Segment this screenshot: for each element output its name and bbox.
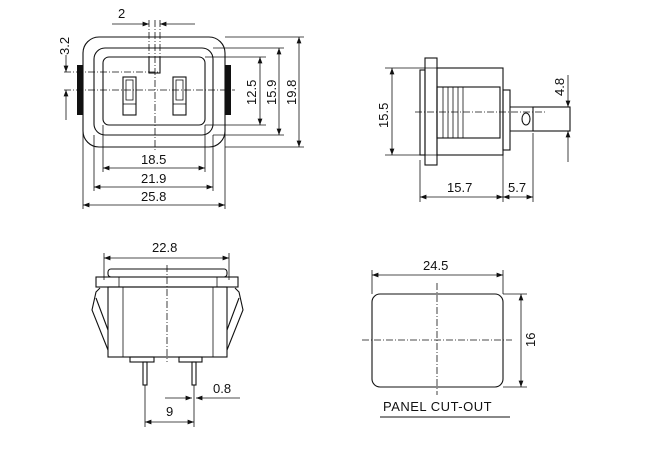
terminal	[532, 106, 571, 132]
body	[107, 286, 228, 358]
front-view: 2 3.2 12.5 15.9 19.8 18.5 21.9 25.8	[57, 6, 304, 209]
dim-inner-height: 12.5	[244, 80, 259, 105]
top-cap	[107, 268, 228, 278]
dim-offset: 3.2	[57, 37, 72, 55]
dim-pin-thickness: 0.8	[213, 381, 231, 396]
dim-pin-pitch: 9	[166, 404, 173, 419]
dim-width: 22.8	[152, 240, 177, 255]
cutout-title: PANEL CUT-OUT	[383, 399, 492, 414]
pin-base-right	[178, 356, 203, 363]
body	[436, 67, 504, 156]
dim-cutout-height: 16	[523, 333, 538, 347]
dim-terminal-length: 5.7	[508, 180, 526, 195]
pin-right	[191, 361, 197, 386]
bottom-view: 22.8 9 0.8	[91, 240, 244, 427]
dim-height: 15.5	[376, 103, 391, 128]
middle-frame	[93, 47, 214, 136]
key-tab	[148, 56, 161, 74]
inner-socket	[102, 56, 206, 126]
rear-cap	[502, 89, 511, 151]
pin-right	[172, 76, 187, 116]
pin-left	[122, 76, 137, 116]
dim-terminal-width: 4.8	[552, 78, 567, 96]
panel-cutout: 24.5 16 PANEL CUT-OUT	[362, 258, 538, 418]
cutout-outline	[371, 293, 504, 388]
dim-outer-height: 19.8	[284, 80, 299, 105]
dim-body-length: 15.7	[447, 180, 472, 195]
outer-frame	[82, 36, 226, 148]
left-clip	[91, 287, 109, 351]
front-lip	[419, 69, 426, 156]
dim-cutout-width: 24.5	[423, 258, 448, 273]
side-view: 15.5 15.7 5.7 4.8	[376, 57, 571, 202]
dim-inner-width: 18.5	[141, 152, 166, 167]
pin-base-left	[129, 356, 155, 363]
terminal-hole	[521, 112, 531, 126]
dim-mid-width: 21.9	[141, 171, 166, 186]
ribbed-area	[436, 86, 501, 139]
right-clip	[225, 65, 231, 115]
dim-outer-width: 25.8	[141, 189, 166, 204]
right-clip	[226, 287, 244, 351]
dim-key-width: 2	[118, 6, 125, 21]
dim-mid-height: 15.9	[264, 80, 279, 105]
flange	[424, 57, 438, 166]
pin-left	[142, 361, 148, 386]
